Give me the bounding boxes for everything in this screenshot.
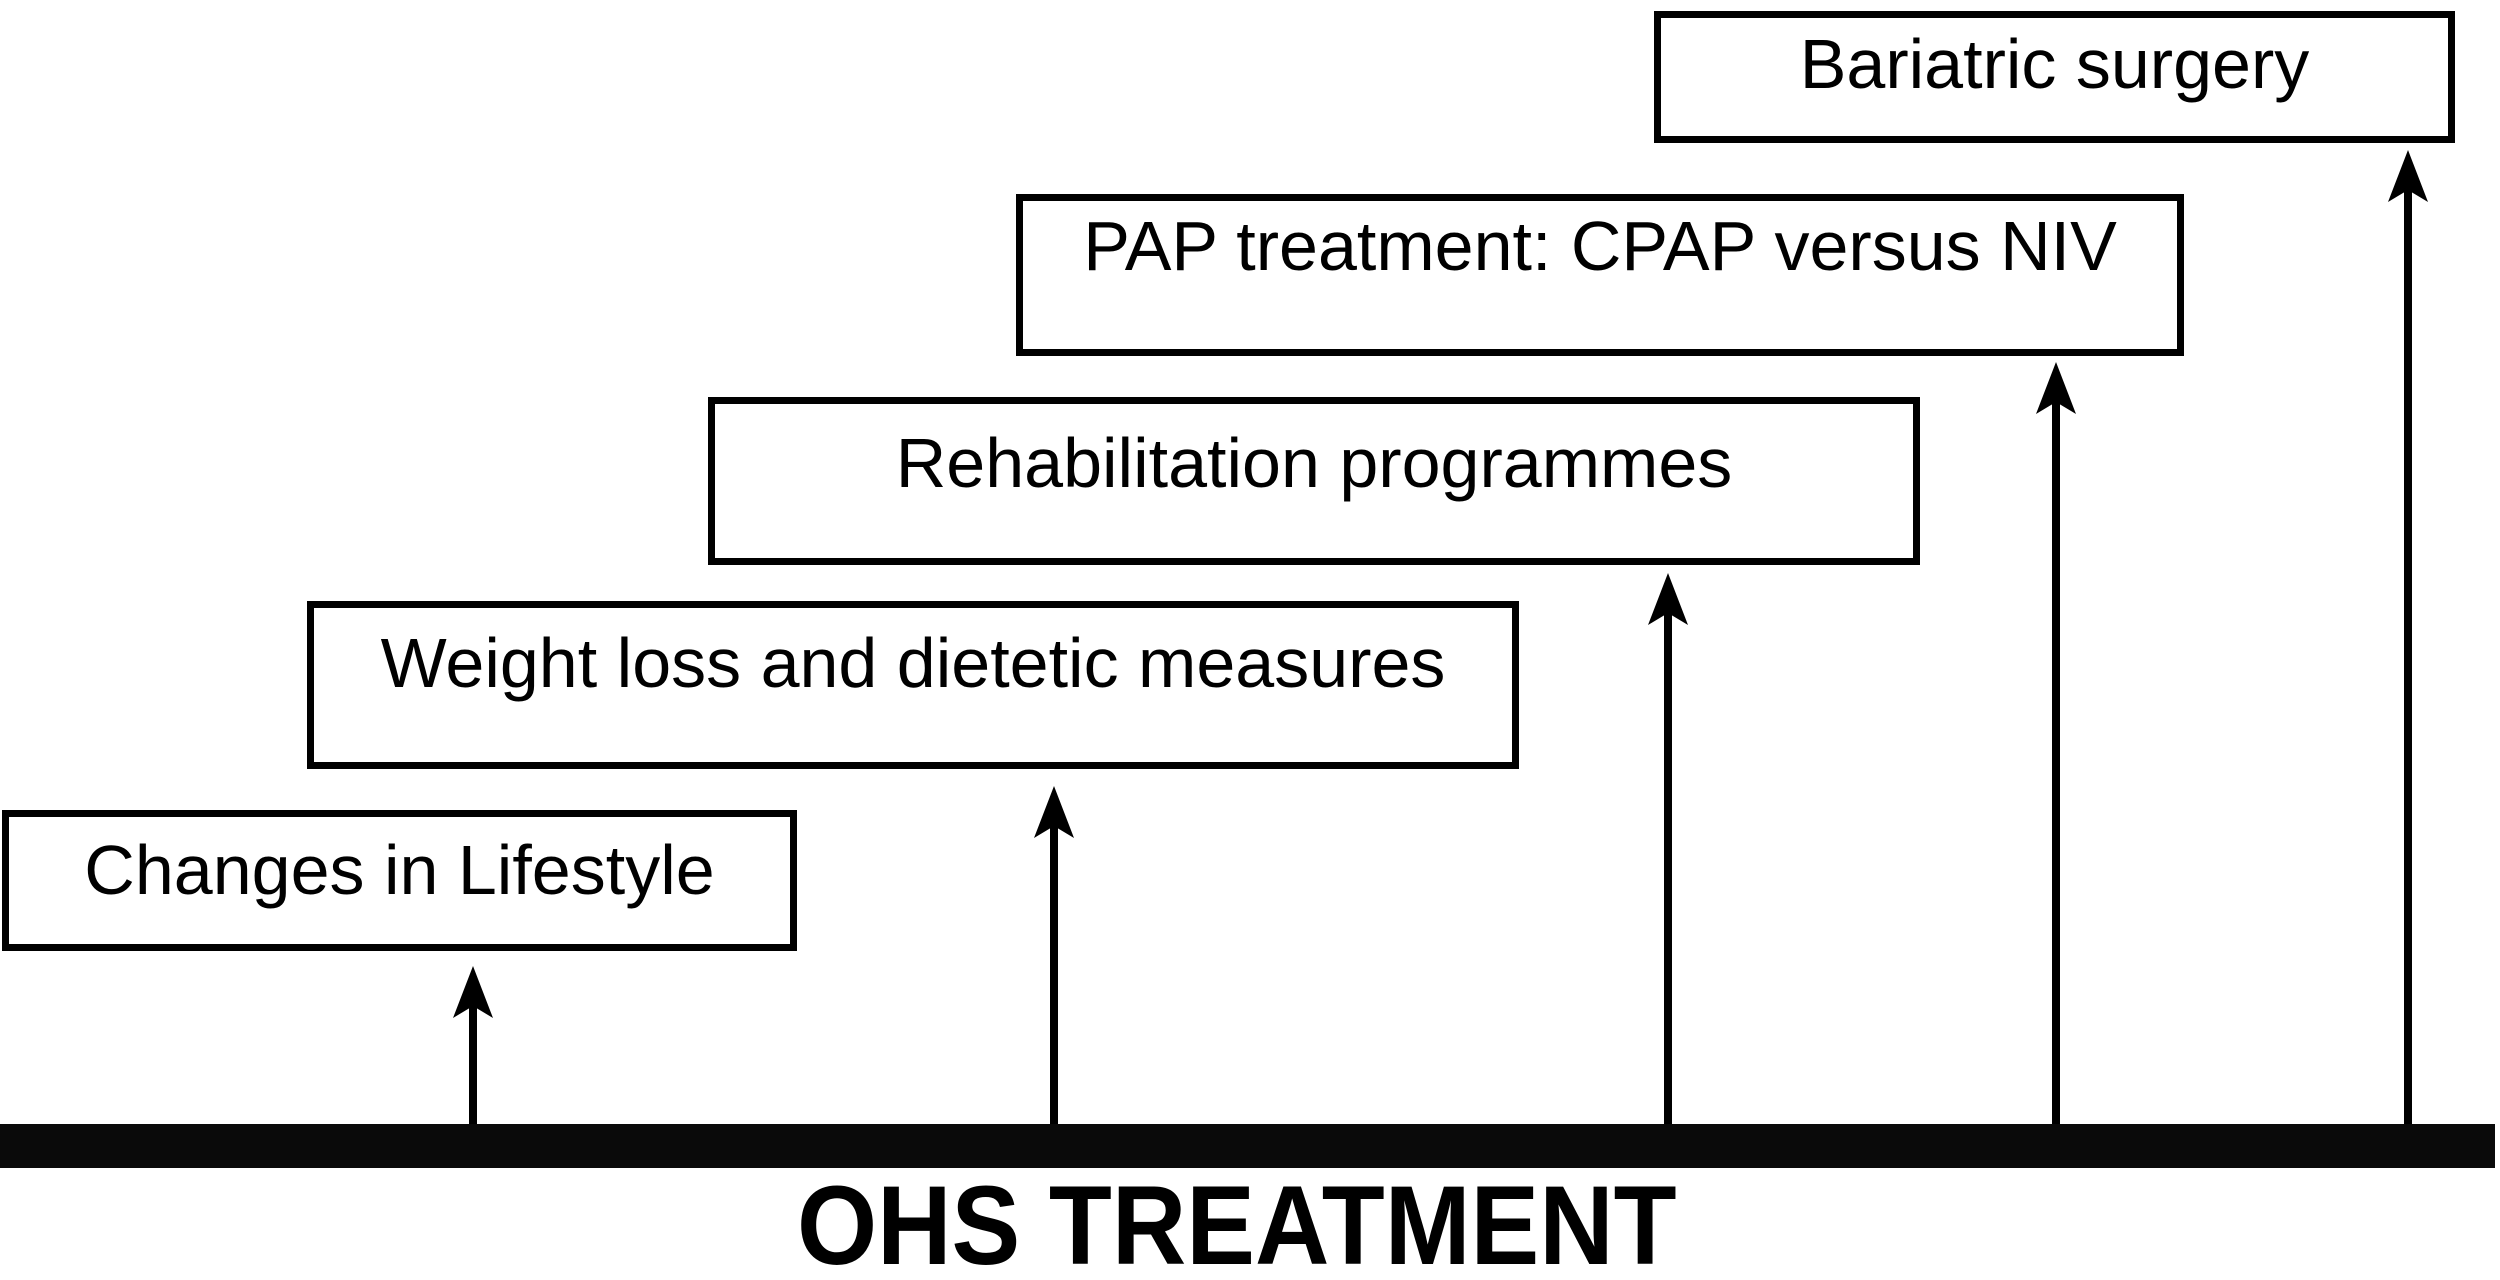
treatment-box-label: PAP treatment: CPAP versus NIV xyxy=(1083,207,2117,285)
treatment-box-label: Changes in Lifestyle xyxy=(84,831,715,909)
up-arrow-icon xyxy=(1648,573,1688,1140)
up-arrow-icon xyxy=(2388,150,2428,1140)
treatment-box-label: Bariatric surgery xyxy=(1799,25,2310,103)
up-arrow-icon xyxy=(2036,362,2076,1140)
treatment-box-pap-treatment: PAP treatment: CPAP versus NIV xyxy=(1016,194,2184,356)
treatment-box-bariatric-surgery: Bariatric surgery xyxy=(1654,11,2455,143)
treatment-box-changes-in-lifestyle: Changes in Lifestyle xyxy=(2,810,797,951)
up-arrow-icon xyxy=(453,966,493,1140)
treatment-box-label: Rehabilitation programmes xyxy=(895,424,1733,502)
figure-title: OHS TREATMENT xyxy=(797,1163,1677,1280)
treatment-box-rehabilitation: Rehabilitation programmes xyxy=(708,397,1920,565)
treatment-box-label: Weight loss and dietetic measures xyxy=(380,624,1446,702)
treatment-box-weight-loss: Weight loss and dietetic measures xyxy=(307,601,1519,769)
baseline-bar xyxy=(0,1124,2495,1168)
up-arrow-icon xyxy=(1034,786,1074,1140)
